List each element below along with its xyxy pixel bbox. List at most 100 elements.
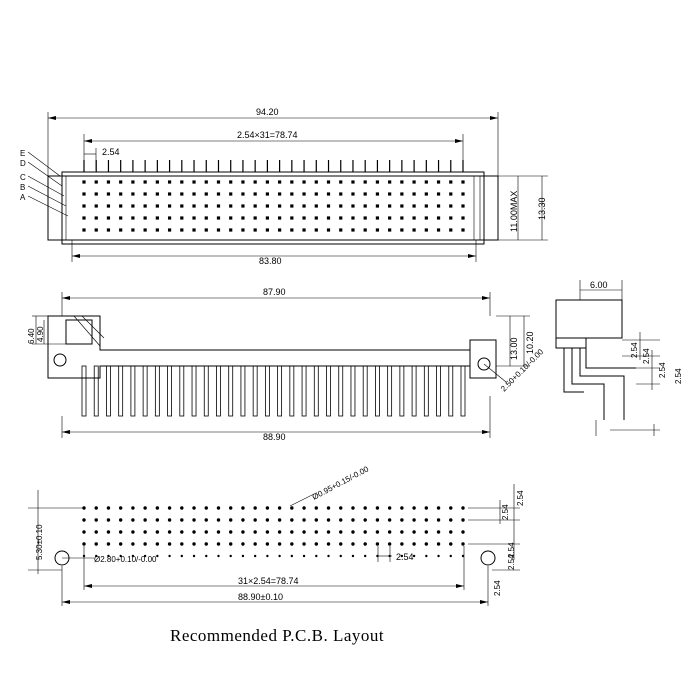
pcb-hole	[253, 554, 257, 558]
side-pin	[81, 365, 87, 417]
pin	[265, 204, 269, 208]
pcb-hole	[265, 530, 270, 534]
dim-right-height-1: 13.00	[509, 337, 519, 360]
pcb-hole	[339, 542, 343, 546]
side-pin	[191, 365, 197, 417]
dim-pitch: 2.54	[102, 147, 120, 157]
pin	[351, 180, 355, 184]
pcb-hole	[118, 518, 123, 522]
side-pin	[228, 365, 234, 417]
pcb-hole	[94, 506, 98, 510]
pin	[265, 192, 269, 196]
pin	[143, 228, 147, 232]
pcb-hole	[253, 506, 257, 510]
pcb-hole	[400, 542, 404, 546]
pcb-hole	[82, 518, 86, 522]
pcb-hole	[425, 554, 428, 558]
pin	[155, 180, 159, 184]
dim-mount-hole: Ø2.80+0.10/-0.00	[94, 555, 157, 564]
pin	[461, 192, 465, 196]
top-view: 94.20 2.54×31=78.74 2.54 E D C B A	[20, 107, 548, 266]
side-pin	[167, 365, 172, 417]
top-pin-tails	[83, 160, 464, 172]
pcb-hole	[424, 542, 429, 546]
pin	[143, 192, 147, 196]
pcb-hole	[241, 530, 245, 534]
pin	[167, 192, 172, 196]
pcb-hole	[204, 542, 208, 546]
pin	[155, 228, 159, 232]
pin	[424, 192, 428, 196]
pcb-hole	[205, 554, 208, 558]
pcb-hole	[229, 542, 233, 546]
pcb-hole	[461, 554, 465, 558]
pin	[180, 216, 184, 220]
dim-right-pitch-1: 2.54	[501, 504, 510, 520]
pin	[351, 216, 355, 220]
pin	[216, 192, 221, 196]
pcb-hole	[131, 542, 135, 546]
side-pin	[142, 365, 148, 417]
pcb-hole	[167, 506, 172, 510]
pin	[302, 204, 306, 208]
pin	[339, 180, 343, 184]
pin	[290, 228, 294, 232]
pin	[302, 228, 306, 232]
pin	[388, 180, 392, 184]
pcb-hole	[363, 542, 367, 546]
pin	[253, 192, 257, 196]
dim-pitch-total: 2.54×31=78.74	[237, 130, 298, 140]
pin	[302, 192, 306, 196]
pin	[216, 204, 221, 208]
pin	[400, 216, 404, 220]
dim-right-pitch-2: 2.54	[516, 490, 525, 506]
pcb-hole	[229, 518, 233, 522]
pin	[339, 228, 343, 232]
pcb-hole	[229, 530, 233, 534]
pcb-hole	[131, 518, 135, 522]
pin	[229, 216, 233, 220]
pin	[253, 180, 257, 184]
pin	[192, 228, 196, 232]
pcb-hole	[95, 554, 98, 558]
pin	[167, 228, 172, 232]
pcb-hole	[387, 518, 392, 522]
pcb-hole	[315, 554, 318, 558]
pcb-hole	[400, 506, 404, 510]
pin	[363, 180, 367, 184]
pin	[375, 204, 380, 208]
side-pin	[240, 365, 246, 417]
side-pin	[277, 365, 283, 417]
pin	[229, 192, 233, 196]
pcb-hole	[314, 530, 318, 534]
dim-overall-width: 94.20	[256, 107, 279, 117]
side-pin	[154, 365, 160, 417]
pcb-hole	[363, 506, 367, 510]
pcb-hole	[461, 542, 465, 546]
pcb-hole	[229, 506, 233, 510]
pcb-hole	[461, 530, 465, 534]
pin	[82, 228, 86, 232]
side-pin	[448, 365, 454, 417]
pcb-hole	[436, 542, 441, 546]
pcb-hole	[363, 530, 367, 534]
dim-pcb-pitch-total: 31×2.54=78.74	[238, 576, 299, 586]
pin	[192, 192, 196, 196]
side-pin	[93, 365, 99, 417]
pin	[82, 192, 86, 196]
row-label-c: C	[20, 173, 26, 182]
pin	[180, 228, 184, 232]
pin	[326, 216, 331, 220]
pcb-hole	[412, 542, 416, 546]
pin	[229, 204, 233, 208]
pin	[204, 180, 208, 184]
pin	[400, 192, 404, 196]
side-pin	[106, 365, 111, 417]
pcb-hole	[118, 542, 123, 546]
pcb-hole	[278, 554, 281, 558]
pin	[253, 216, 257, 220]
pin	[388, 216, 392, 220]
pin	[131, 192, 135, 196]
pin	[290, 204, 294, 208]
pin	[94, 204, 98, 208]
